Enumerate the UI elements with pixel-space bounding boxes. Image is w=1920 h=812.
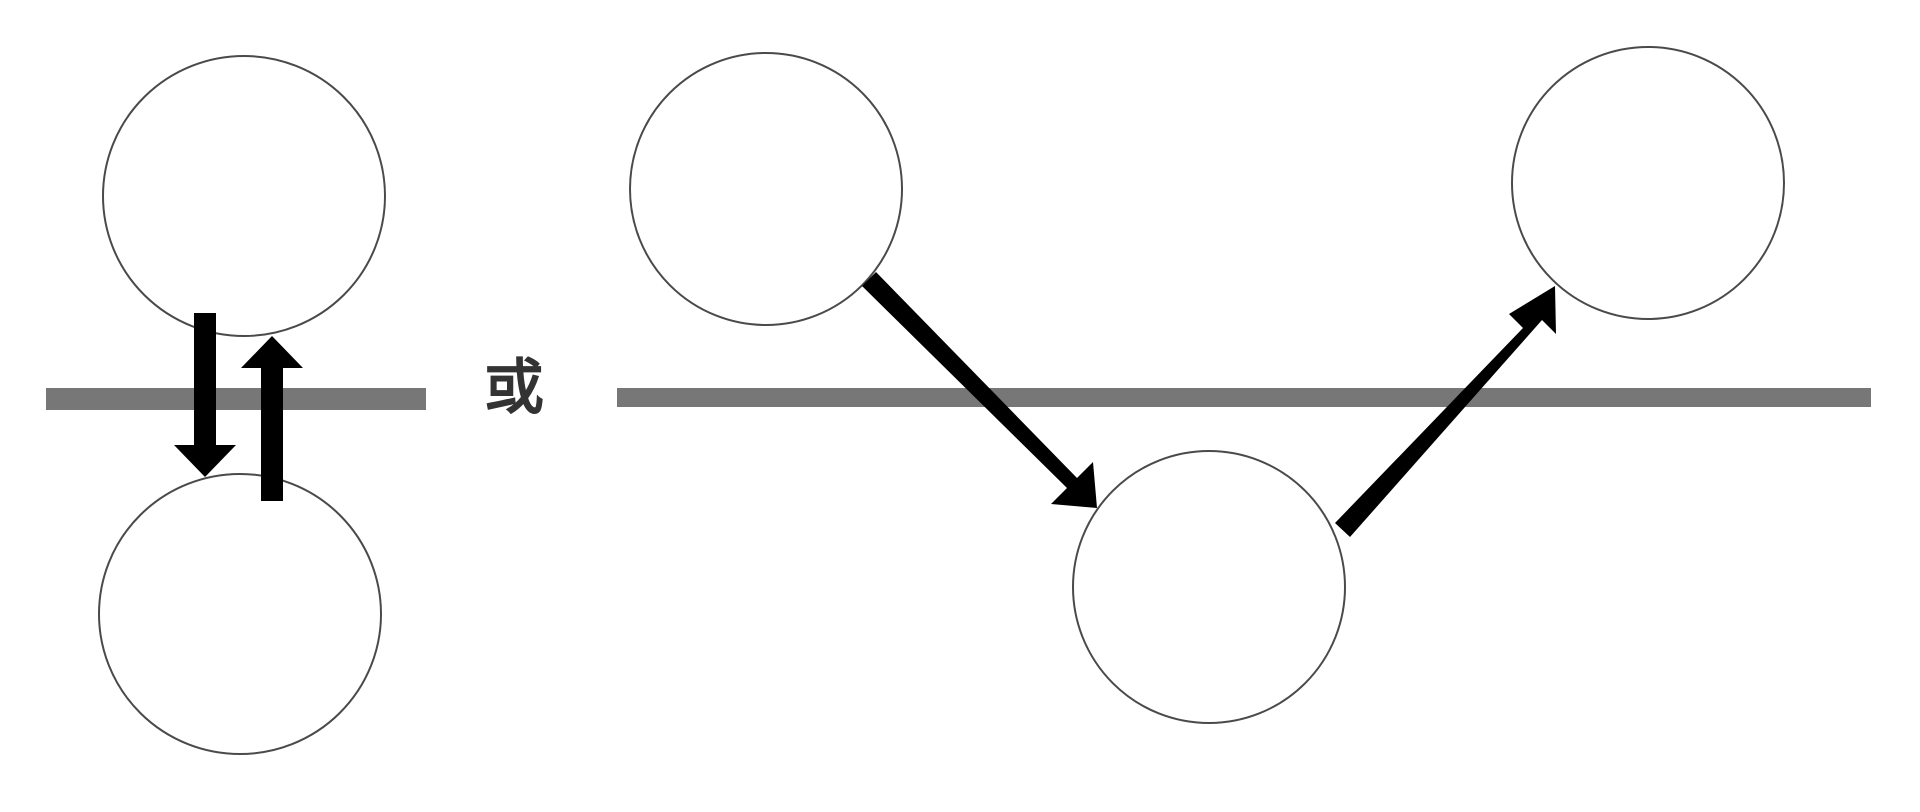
left-bottom-node bbox=[98, 473, 382, 755]
left-baseline bbox=[46, 388, 426, 410]
separator-text: 或 bbox=[484, 353, 544, 423]
right-down-arrow bbox=[862, 272, 1097, 508]
right-middle-node bbox=[1072, 450, 1346, 724]
right-baseline bbox=[617, 388, 1871, 407]
right-start-node bbox=[629, 52, 903, 326]
left-exchange-group bbox=[46, 55, 426, 755]
left-top-node bbox=[102, 55, 386, 337]
right-path-group bbox=[617, 46, 1871, 724]
right-end-node bbox=[1511, 46, 1785, 320]
right-up-arrow bbox=[1335, 286, 1556, 537]
left-down-arrow bbox=[174, 313, 236, 477]
left-up-arrow bbox=[241, 336, 303, 501]
